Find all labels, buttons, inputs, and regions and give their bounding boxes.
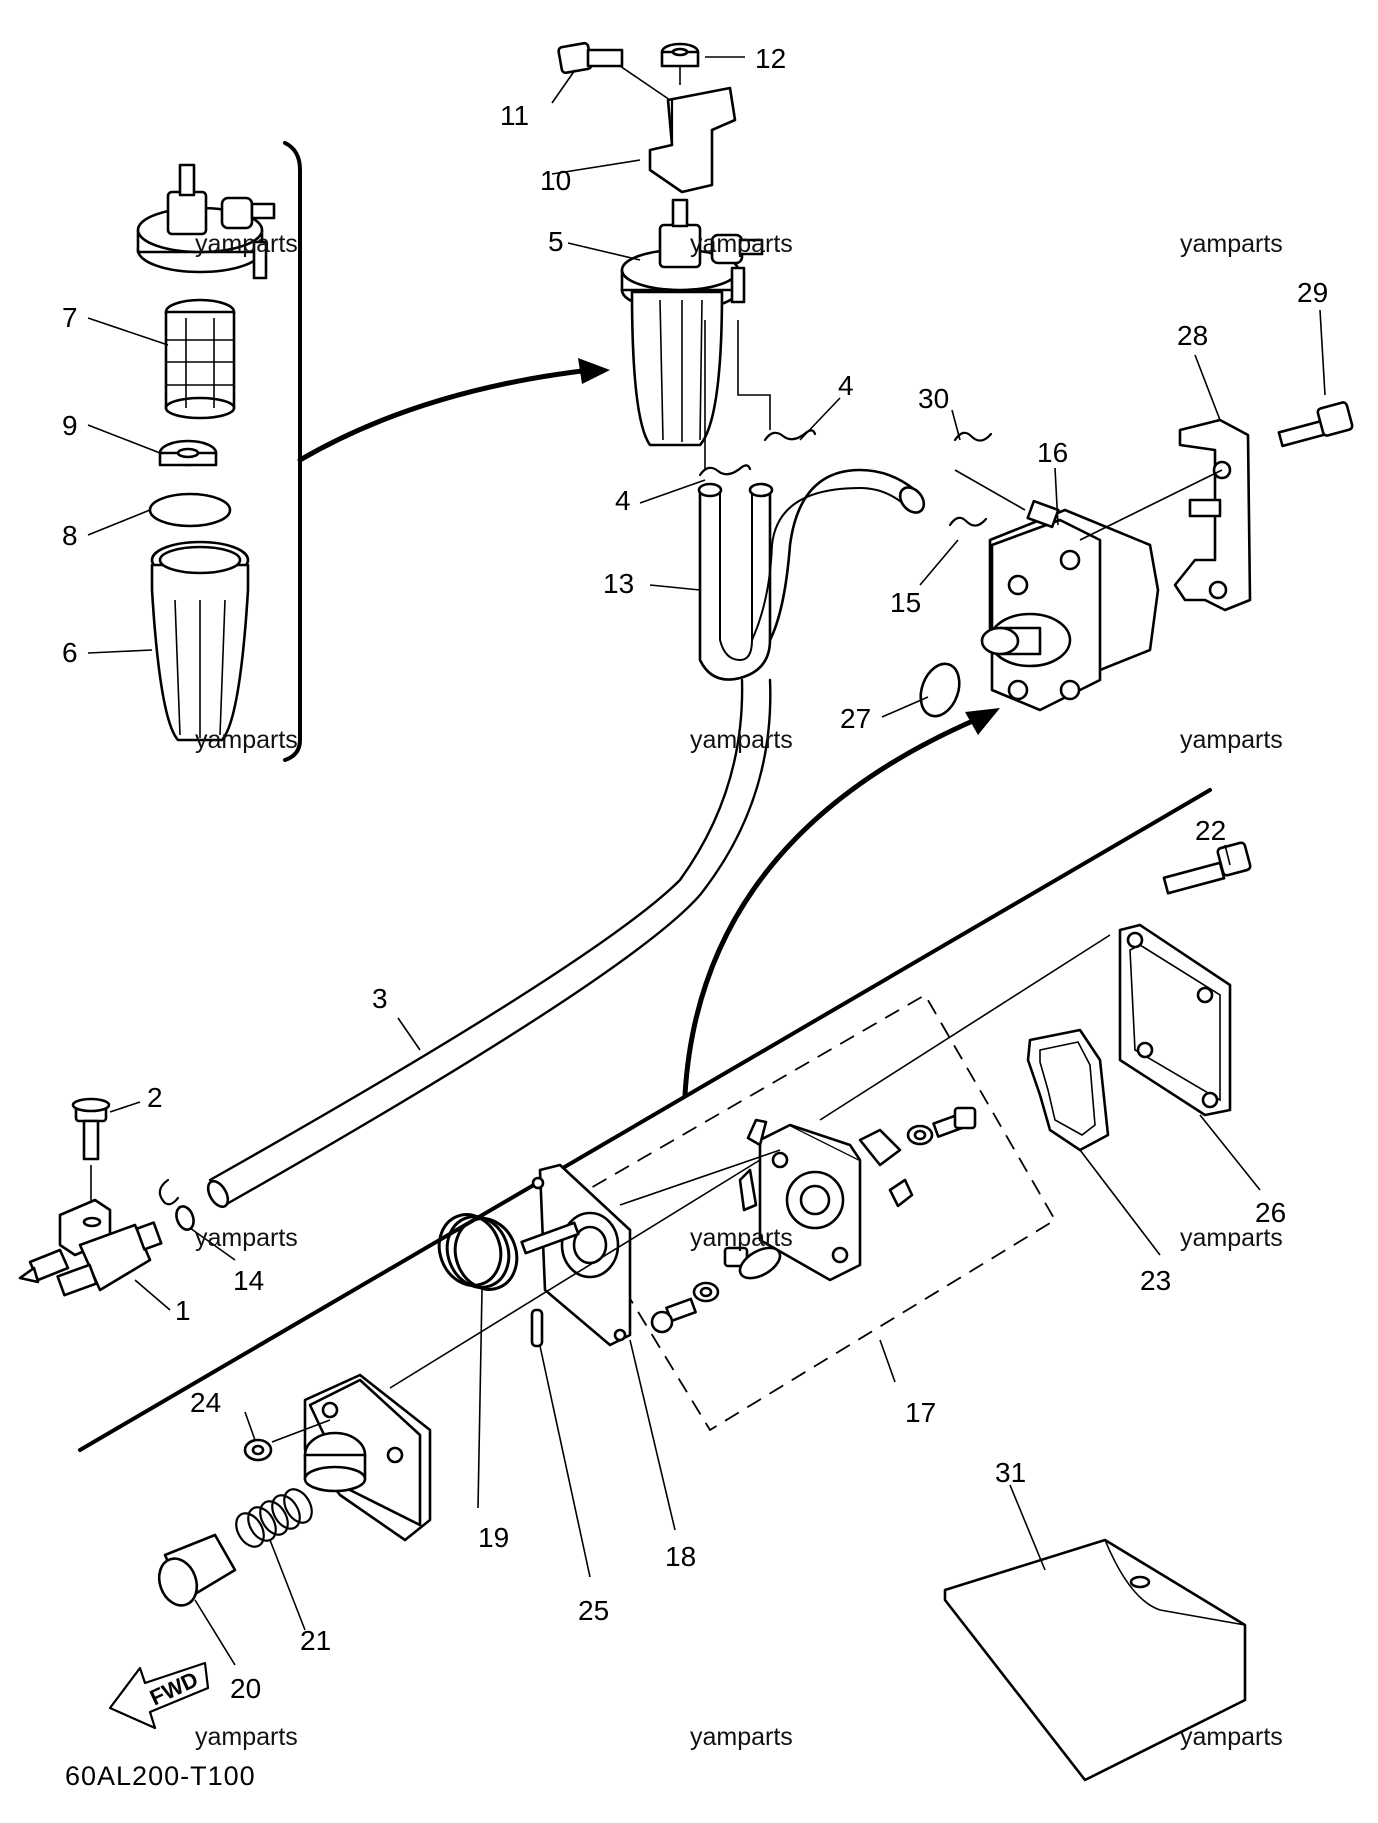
callout-28: 28 bbox=[1177, 320, 1208, 351]
watermark-text: yamparts bbox=[1180, 230, 1283, 258]
watermark-text: yamparts bbox=[195, 1723, 298, 1751]
callout-19: 19 bbox=[478, 1522, 509, 1553]
watermark-text: yamparts bbox=[195, 230, 298, 258]
callout-7: 7 bbox=[62, 302, 78, 333]
callout-2: 2 bbox=[147, 1082, 163, 1113]
callout-16: 16 bbox=[1037, 437, 1068, 468]
fuel-hose-3 bbox=[206, 678, 772, 1209]
callout-12: 12 bbox=[755, 43, 786, 74]
watermarks: yamparts yamparts yamparts yamparts yamp… bbox=[195, 230, 1283, 1751]
fuel-pump-assembly bbox=[919, 401, 1354, 718]
callout-labels: 1 2 3 4 4 5 6 7 8 9 10 11 12 13 14 15 16… bbox=[62, 43, 1328, 1704]
callout-5: 5 bbox=[548, 226, 564, 257]
callout-30: 30 bbox=[918, 383, 949, 414]
callout-4-upper: 4 bbox=[838, 370, 854, 401]
leader-lines bbox=[87, 56, 1326, 1666]
callout-21: 21 bbox=[300, 1625, 331, 1656]
watermark-text: yamparts bbox=[1180, 726, 1283, 754]
callout-23: 23 bbox=[1140, 1265, 1171, 1296]
watermark-text: yamparts bbox=[195, 726, 298, 754]
callout-29: 29 bbox=[1297, 277, 1328, 308]
callout-13: 13 bbox=[603, 568, 634, 599]
callout-11: 11 bbox=[500, 100, 529, 131]
fwd-arrow bbox=[108, 1661, 210, 1730]
callout-25: 25 bbox=[578, 1595, 609, 1626]
callout-26: 26 bbox=[1255, 1197, 1286, 1228]
callout-15: 15 bbox=[890, 587, 921, 618]
callout-1: 1 bbox=[175, 1295, 191, 1326]
callout-4-lower: 4 bbox=[615, 485, 631, 516]
watermark-text: yamparts bbox=[1180, 1723, 1283, 1751]
watermark-text: yamparts bbox=[690, 230, 793, 258]
callout-3: 3 bbox=[372, 983, 388, 1014]
callout-6: 6 bbox=[62, 637, 78, 668]
callout-10: 10 bbox=[540, 165, 571, 196]
callout-17: 17 bbox=[905, 1397, 936, 1428]
exploded-filter-group bbox=[136, 141, 302, 762]
fuel-filter-assembly bbox=[557, 41, 771, 470]
lower-pump-assembly bbox=[157, 841, 1252, 1782]
callout-14: 14 bbox=[233, 1265, 264, 1296]
watermark-text: yamparts bbox=[690, 1224, 793, 1252]
callout-8: 8 bbox=[62, 520, 78, 551]
fuel-joint-assembly bbox=[18, 1097, 195, 1297]
watermark-text: yamparts bbox=[690, 1723, 793, 1751]
callout-24: 24 bbox=[190, 1387, 221, 1418]
callout-18: 18 bbox=[665, 1541, 696, 1572]
hose-clips-4 bbox=[698, 429, 817, 477]
callout-9: 9 bbox=[62, 410, 78, 441]
watermark-text: yamparts bbox=[195, 1224, 298, 1252]
callout-22: 22 bbox=[1195, 815, 1226, 846]
callout-20: 20 bbox=[230, 1673, 261, 1704]
watermark-text: yamparts bbox=[690, 726, 793, 754]
part-code: 60AL200-T100 bbox=[65, 1761, 256, 1791]
callout-31: 31 bbox=[995, 1457, 1026, 1488]
fuel-hose-13 bbox=[697, 468, 926, 681]
watermark-text: yamparts bbox=[1180, 1224, 1283, 1252]
callout-27: 27 bbox=[840, 703, 871, 734]
